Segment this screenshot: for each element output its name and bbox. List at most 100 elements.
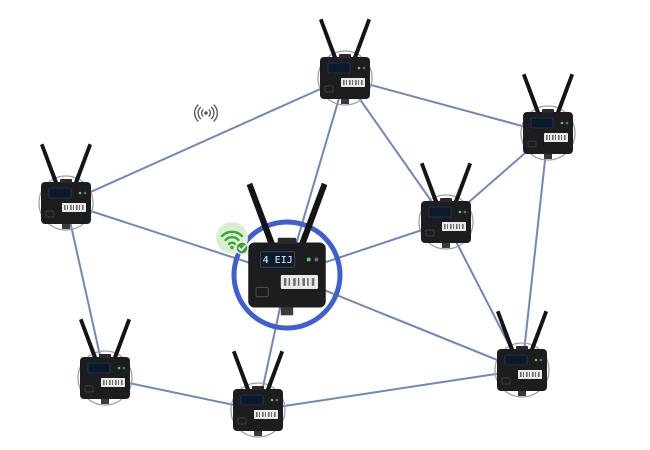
status-led (78, 191, 82, 195)
barcode-line (283, 278, 287, 286)
wifi-icon-dot (230, 245, 234, 250)
barcode-line (552, 135, 554, 140)
status-led (122, 366, 126, 370)
connector-port (280, 307, 294, 316)
link-left-bottom-left (65, 202, 106, 379)
logo-mark (527, 140, 537, 148)
logo-mark (255, 286, 269, 298)
antenna-left (79, 318, 97, 358)
barcode-line (112, 380, 113, 385)
barcode-line (361, 80, 363, 85)
barcode-line (532, 372, 534, 377)
barcode-line (546, 135, 548, 140)
antenna-right (299, 182, 328, 244)
barcode-line (535, 372, 536, 377)
barcode-line (103, 380, 105, 385)
barcode-line (64, 205, 66, 210)
antenna-left (319, 18, 337, 58)
link-bottom-center-bottom-right (257, 369, 523, 411)
wifi-icon (220, 230, 244, 246)
barcode-line (118, 380, 119, 385)
status-led (117, 366, 121, 370)
mount-bracket (542, 109, 554, 113)
mount-bracket (277, 237, 297, 244)
device-screen-text: 4 EIJ (263, 255, 293, 266)
barcode-line (268, 412, 270, 417)
node-ring-top (317, 50, 373, 106)
antenna-right (454, 162, 472, 202)
barcode-line (564, 135, 566, 140)
barcode-line (288, 278, 291, 286)
barcode-line (79, 205, 80, 210)
antenna-left (522, 73, 540, 113)
link-top-top-right (344, 77, 549, 134)
link-top-right-bottom-right (521, 132, 549, 371)
transceiver-node-top[interactable] (319, 18, 371, 105)
barcode-line (450, 224, 452, 229)
connector-port (544, 154, 552, 159)
device-screen (530, 117, 554, 129)
barcode-line (453, 224, 454, 229)
barcode-line (538, 372, 540, 377)
transceiver-node-bottom-left[interactable] (79, 318, 131, 405)
hub-ring (231, 219, 343, 331)
status-led (83, 191, 87, 195)
antenna-left (420, 162, 438, 202)
status-led (270, 398, 274, 402)
connector-port (62, 224, 70, 229)
barcode-line (70, 205, 72, 210)
connector-port (518, 391, 526, 396)
connector-port (254, 431, 262, 436)
transceiver-node-bottom-right[interactable] (496, 310, 548, 397)
mount-bracket (60, 179, 72, 183)
barcode-line (555, 135, 556, 140)
barcode-line (346, 80, 347, 85)
barcode-line (358, 80, 359, 85)
node-ring-left (38, 175, 94, 231)
status-led (565, 121, 569, 125)
barcode-line (529, 372, 530, 377)
antenna-right (353, 18, 371, 58)
link-bottom-left-bottom-center (104, 377, 259, 411)
barcode-line (256, 412, 258, 417)
logo-mark (324, 85, 334, 93)
connector-port (101, 399, 109, 404)
antenna-left (246, 182, 275, 244)
transceiver-node-bottom-center[interactable] (232, 350, 284, 437)
status-led (357, 66, 361, 70)
barcode-line (262, 412, 264, 417)
status-led (275, 398, 279, 402)
barcode-line (311, 278, 315, 286)
logo-mark (501, 377, 511, 385)
node-ring-bottom-right (494, 342, 550, 398)
barcode-line (561, 135, 562, 140)
barcode-line (456, 224, 458, 229)
badges-layer (194, 104, 249, 255)
barcode-line (343, 80, 345, 85)
antenna-left (232, 350, 250, 390)
status-led (463, 210, 467, 214)
barcode-line (352, 80, 353, 85)
barcode-line (307, 278, 309, 286)
device-screen (428, 206, 452, 218)
logo-mark (237, 417, 247, 425)
mount-bracket (252, 386, 264, 390)
hub-transceiver[interactable]: 4 EIJ (246, 182, 328, 316)
status-led (362, 66, 366, 70)
logo-mark (45, 210, 55, 218)
connector-port (442, 243, 450, 248)
barcode-line (265, 412, 266, 417)
barcode-line (297, 278, 300, 286)
mount-bracket (339, 54, 351, 58)
transceiver-node-mid-right[interactable] (420, 162, 472, 249)
device-screen (504, 354, 528, 366)
mount-bracket (440, 198, 452, 202)
device-screen (48, 187, 72, 199)
barcode-line (523, 372, 524, 377)
check-icon (235, 241, 249, 255)
transceiver-node-left[interactable] (40, 143, 92, 230)
antenna-right (266, 350, 284, 390)
barcode-line (115, 380, 117, 385)
barcode-line (444, 224, 446, 229)
transceiver-node-top-right[interactable] (522, 73, 574, 160)
